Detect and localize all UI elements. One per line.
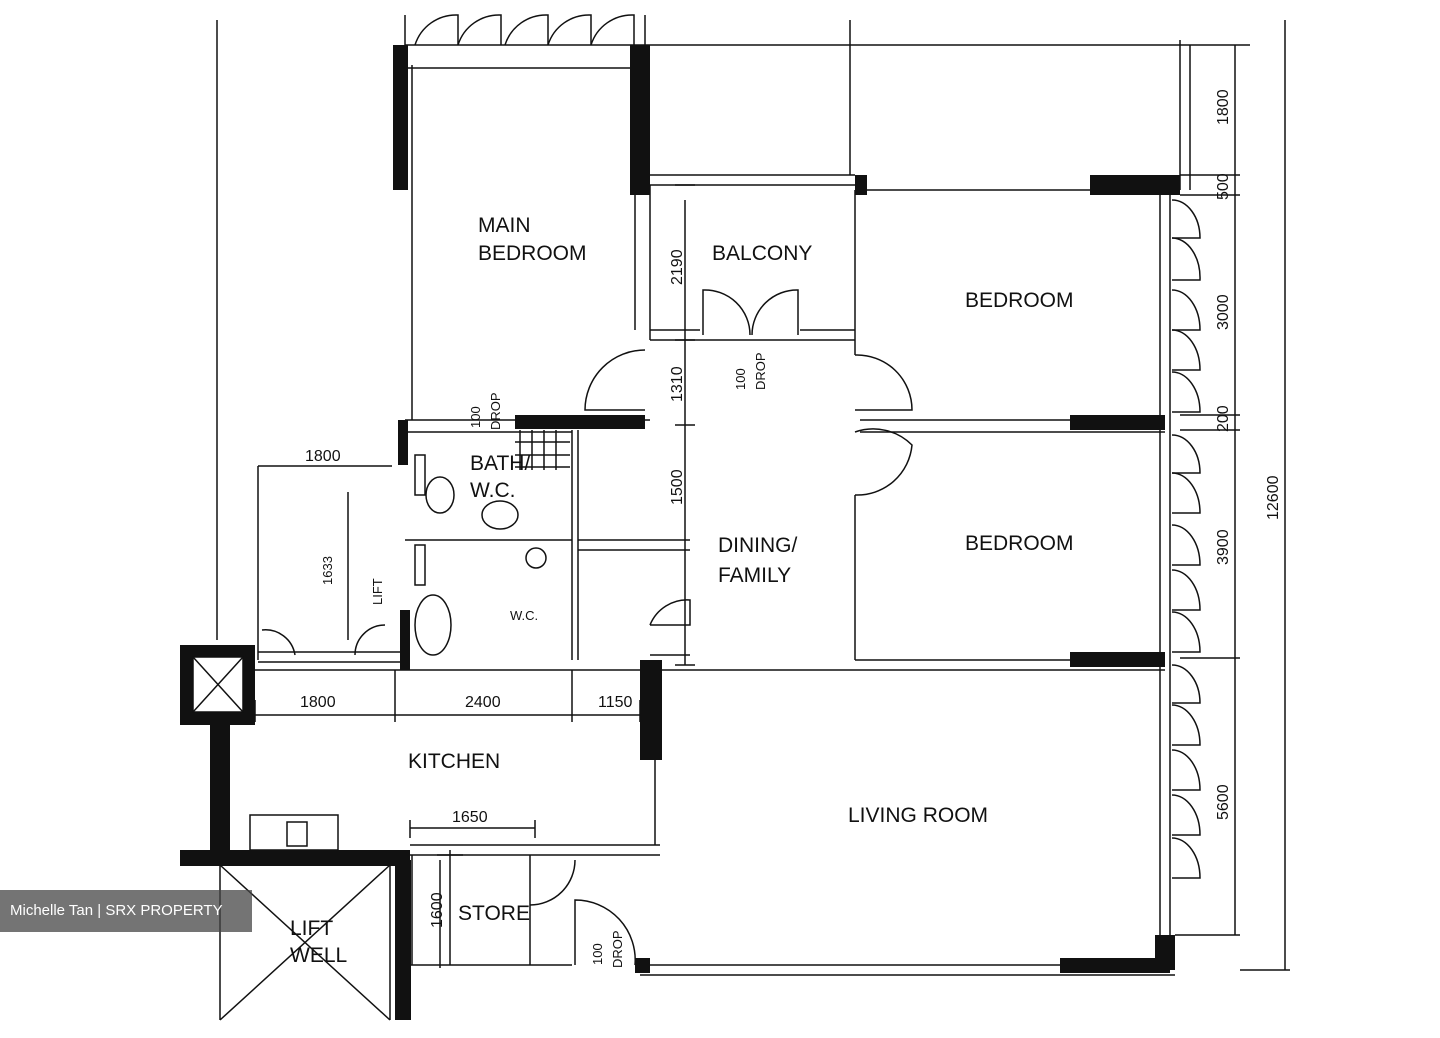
dim-1150-kitchen: 1150 — [598, 694, 633, 711]
dim-12600: 12600 — [1265, 475, 1282, 520]
dim-2190: 2190 — [669, 249, 686, 285]
dim-500: 500 — [1215, 173, 1232, 200]
label-lift-well-line2: WELL — [290, 944, 347, 967]
label-bedroom-1: BEDROOM — [965, 289, 1074, 312]
label-bedroom-2: BEDROOM — [965, 532, 1074, 555]
note-drop-balcony-label: DROP — [753, 352, 768, 390]
label-main-bedroom-line1: MAIN — [478, 214, 531, 237]
dim-1500: 1500 — [669, 469, 686, 505]
dim-1800-right: 1800 — [1215, 89, 1232, 125]
label-lift-small: LIFT — [370, 578, 385, 605]
note-drop-entrance-label: DROP — [610, 930, 625, 968]
note-drop-balcony-value: 100 — [733, 368, 748, 390]
dim-1800-yard: 1800 — [305, 448, 341, 465]
label-lift-well-line1: LIFT — [290, 917, 333, 940]
label-bath-line1: BATH/ — [470, 452, 530, 475]
watermark: Michelle Tan | SRX PROPERTY — [0, 890, 252, 932]
dim-3000: 3000 — [1215, 294, 1232, 330]
label-bath-line2: W.C. — [470, 479, 516, 502]
dim-1650: 1650 — [452, 809, 488, 826]
dim-2400-kitchen: 2400 — [465, 694, 501, 711]
label-main-bedroom-line2: BEDROOM — [478, 242, 587, 265]
dim-1800-kitchen: 1800 — [300, 694, 336, 711]
label-dining-line1: DINING/ — [718, 534, 798, 557]
label-living-room: LIVING ROOM — [848, 804, 988, 827]
dim-1633: 1633 — [320, 556, 335, 585]
label-kitchen: KITCHEN — [408, 750, 500, 773]
label-dining-line2: FAMILY — [718, 564, 791, 587]
note-drop-bath-label: DROP — [488, 392, 503, 430]
dim-1600: 1600 — [429, 892, 446, 928]
dim-3900: 3900 — [1215, 529, 1232, 565]
note-drop-bath-value: 100 — [468, 406, 483, 428]
label-store: STORE — [458, 902, 530, 925]
dim-200: 200 — [1215, 405, 1232, 432]
label-balcony: BALCONY — [712, 242, 812, 265]
dim-1310: 1310 — [669, 366, 686, 402]
label-wc-2: W.C. — [510, 608, 538, 623]
note-drop-entrance-value: 100 — [590, 943, 605, 965]
dim-5600: 5600 — [1215, 784, 1232, 820]
